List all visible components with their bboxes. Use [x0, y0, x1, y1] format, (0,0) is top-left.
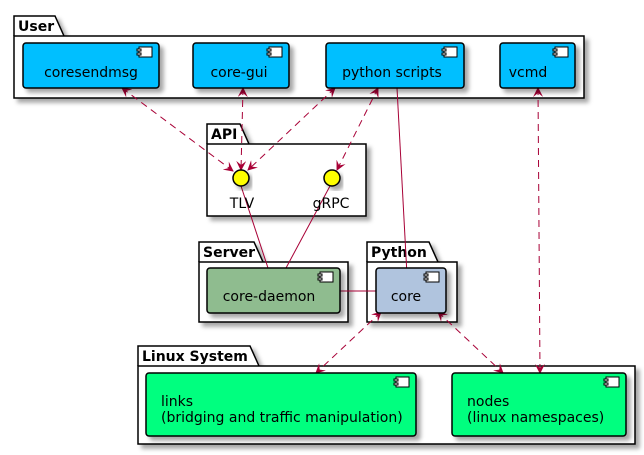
package-api-title: API [211, 127, 237, 143]
component-vcmd-label: vcmd [509, 65, 548, 81]
link-tlv-coredaemon [240, 185, 269, 269]
component-python-scripts: python scripts [325, 42, 465, 89]
component-links-desc: (bridging and traffic manipulation) [161, 410, 403, 426]
package-server-title: Server [203, 245, 255, 261]
link-core-links [315, 311, 382, 374]
component-nodes-desc: (linux namespaces) [467, 410, 604, 426]
component-vcmd: vcmd [499, 42, 576, 89]
link-vcmd-nodes [533, 87, 545, 374]
component-links-label: links [161, 394, 193, 410]
component-icon [552, 46, 569, 58]
component-python-scripts-label: python scripts [342, 65, 442, 81]
component-icon [393, 376, 410, 388]
package-python-title: Python [371, 245, 427, 261]
package-user-title: User [18, 19, 54, 35]
interface-lollipop-icon [323, 169, 341, 187]
link-grpc-coredaemon [285, 185, 331, 269]
component-links: links (bridging and traffic manipulation… [145, 372, 417, 437]
link-core-nodes [437, 311, 504, 374]
component-coresendmsg: coresendmsg [22, 42, 160, 89]
interface-grpc: gRPC [313, 169, 350, 212]
component-icon [603, 376, 620, 388]
package-linux-title: Linux System [142, 349, 248, 365]
connectors [121, 87, 545, 374]
component-icon [317, 271, 334, 283]
component-core: core [375, 267, 447, 314]
link-coregui-tlv [236, 87, 248, 171]
link-pythonscripts-core [396, 87, 409, 295]
interface-lollipop-icon [232, 169, 250, 187]
component-core-label: core [391, 289, 421, 305]
component-nodes: nodes (linux namespaces) [451, 372, 627, 437]
component-icon [441, 46, 458, 58]
link-pythonscripts-grpc [336, 87, 379, 171]
interface-grpc-label: gRPC [313, 196, 350, 212]
component-core-gui-label: core-gui [210, 65, 267, 81]
component-core-gui: core-gui [192, 42, 290, 89]
component-icon [266, 46, 283, 58]
component-icon [136, 46, 153, 58]
component-core-daemon-label: core-daemon [223, 289, 316, 305]
component-coresendmsg-label: coresendmsg [44, 65, 138, 81]
component-core-daemon: core-daemon [206, 267, 341, 314]
link-pythonscripts-tlv [247, 87, 336, 171]
interface-tlv: TLV [229, 169, 255, 212]
component-nodes-label: nodes [467, 394, 509, 410]
interface-tlv-label: TLV [229, 196, 255, 212]
component-icon [423, 271, 440, 283]
